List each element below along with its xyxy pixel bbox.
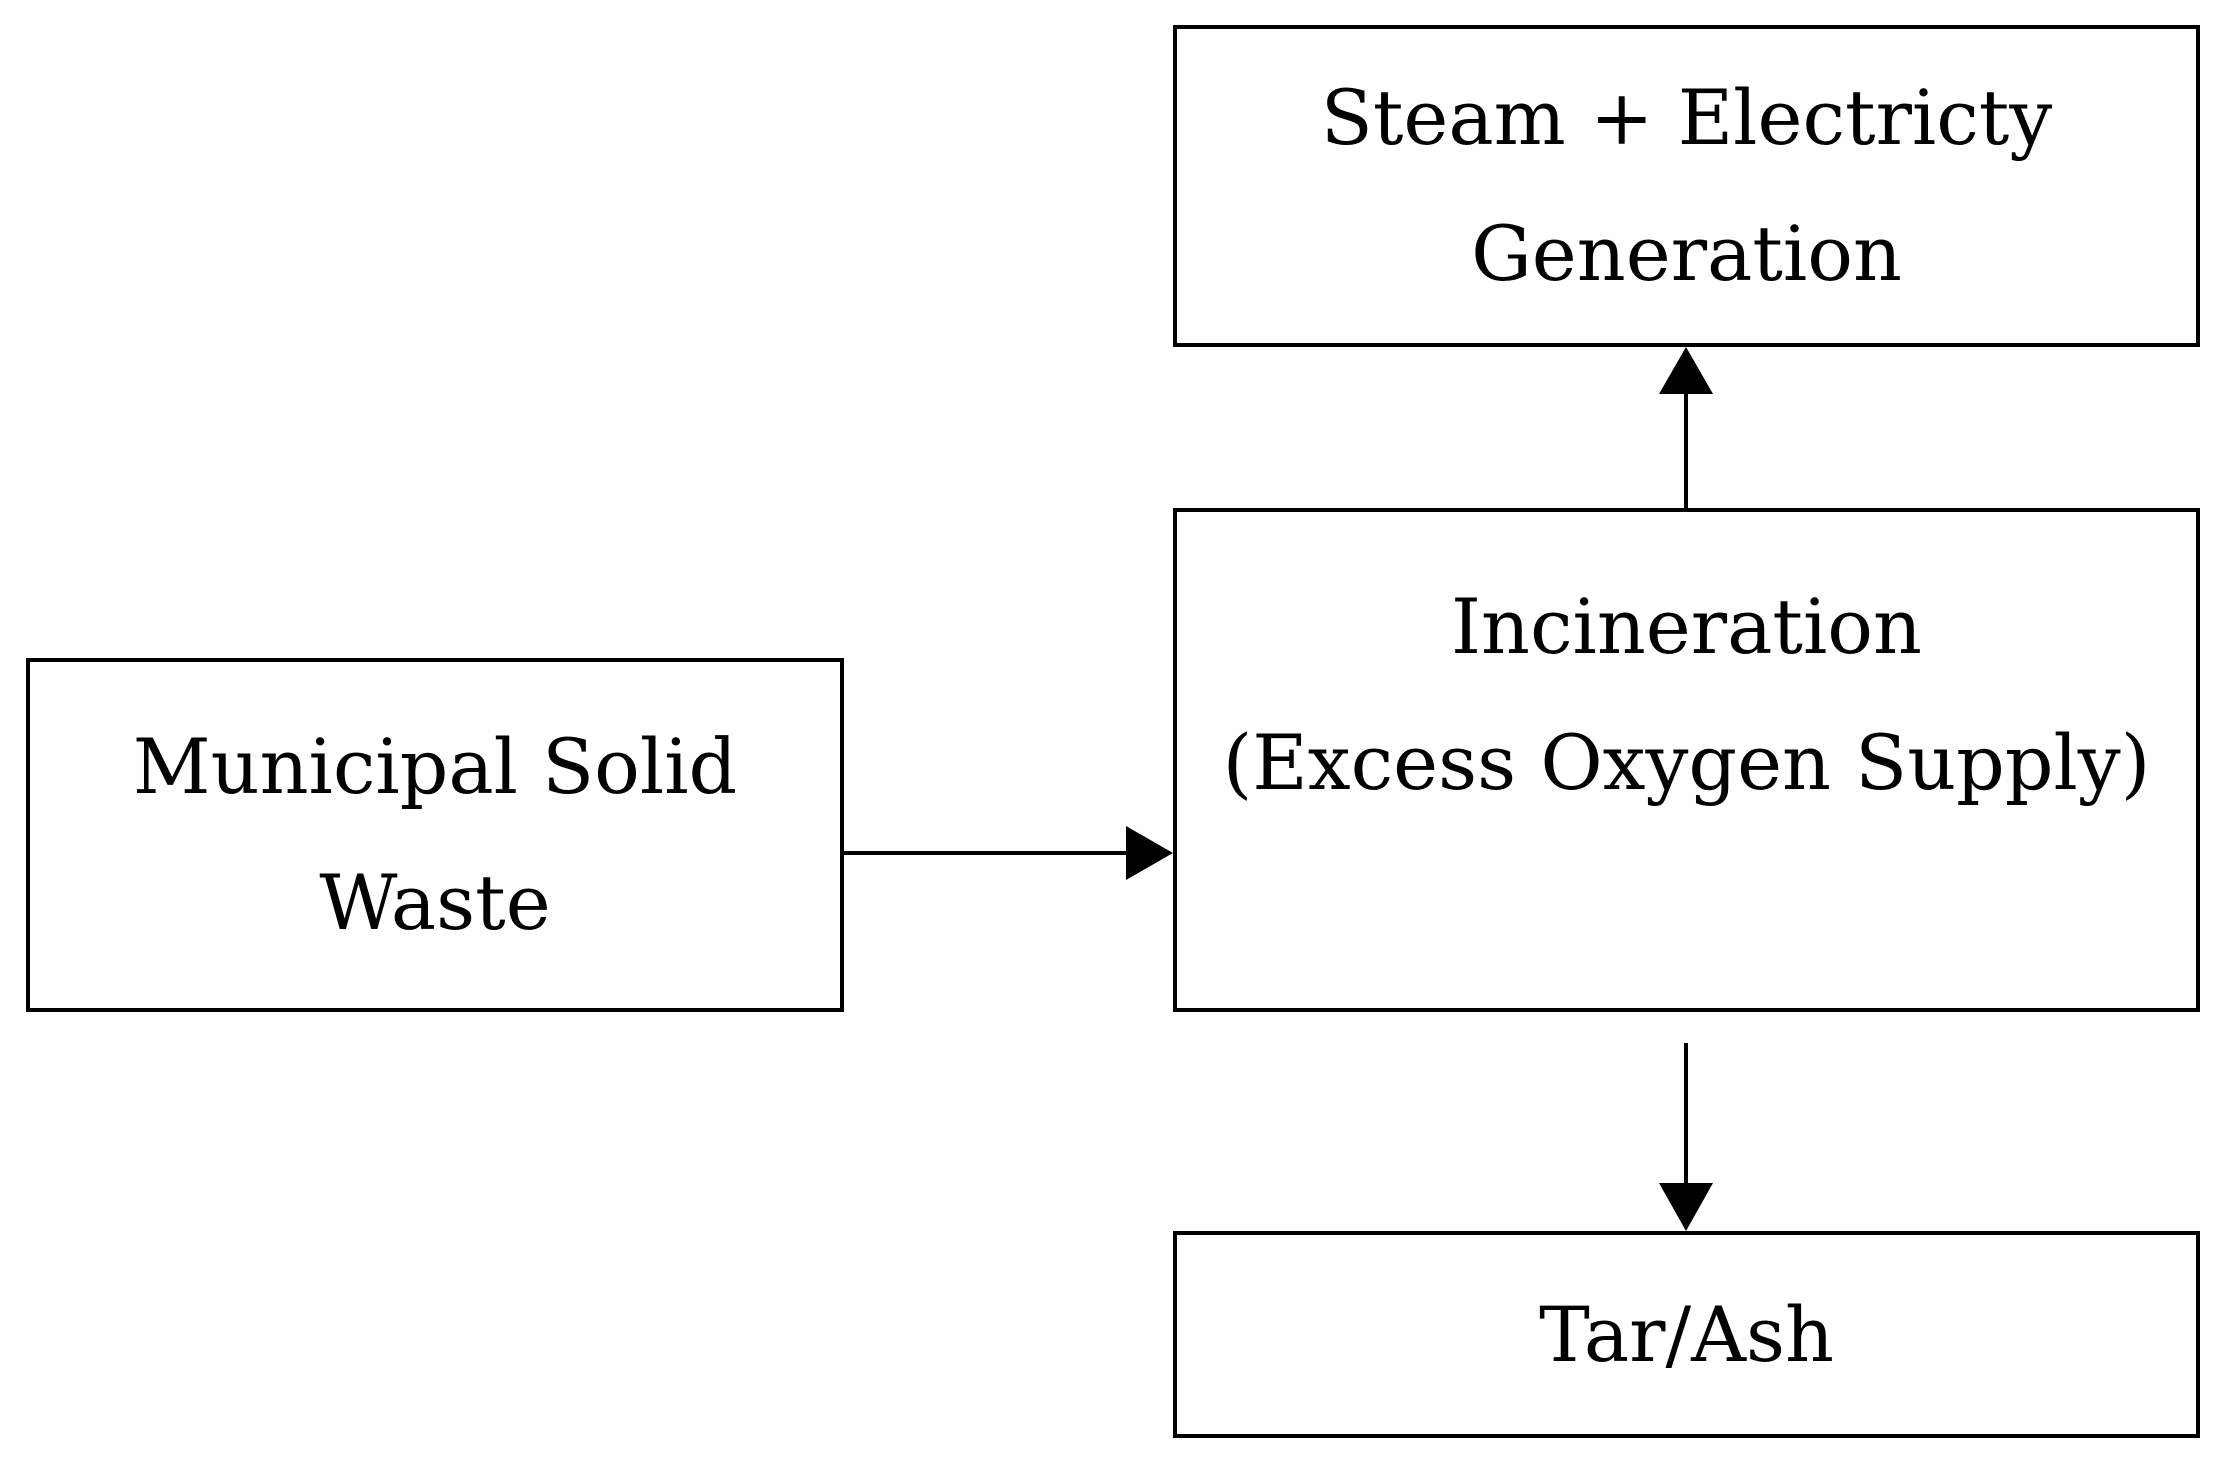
arrow-incineration-to-steam (1659, 347, 1713, 508)
node-label-line: Incineration (1451, 582, 1922, 671)
node-label-line: Municipal Solid (132, 722, 738, 811)
node-label-line: (Excess Oxygen Supply) (1222, 718, 2151, 807)
node-label-line: Steam + Electricty (1320, 73, 2053, 162)
node-incineration: Incineration (Excess Oxygen Supply) (1173, 508, 2200, 1012)
arrow-incineration-to-tar (1659, 1043, 1713, 1231)
node-label-line: Tar/Ash (1539, 1289, 1834, 1379)
node-municipal-solid-waste: Municipal Solid Waste (26, 658, 844, 1012)
node-tar-ash: Tar/Ash (1173, 1231, 2200, 1438)
node-label-line: Generation (1471, 209, 1902, 298)
arrow-msw-to-incineration (844, 826, 1173, 880)
node-label-line: Waste (319, 858, 551, 947)
node-steam-electricity-generation: Steam + Electricty Generation (1173, 25, 2200, 347)
